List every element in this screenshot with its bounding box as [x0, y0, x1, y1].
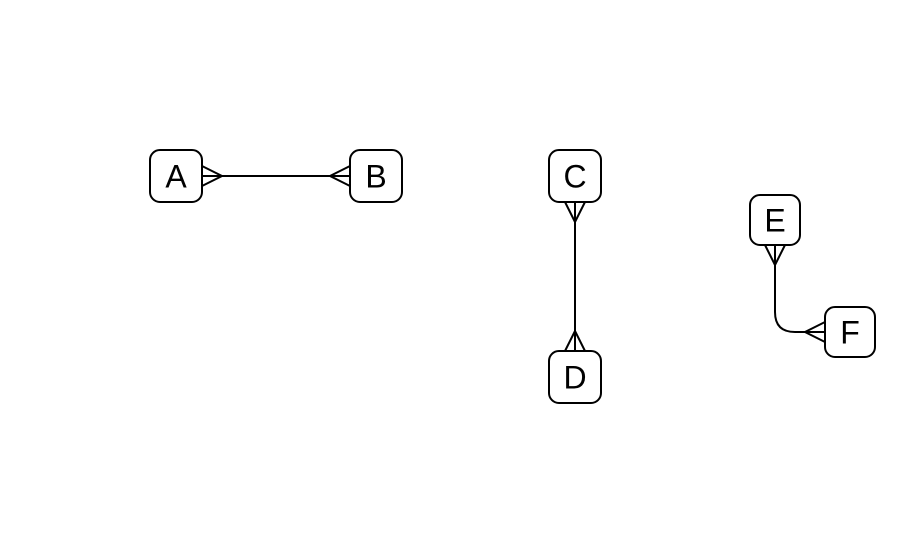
crow-foot-marker-at-E — [764, 244, 786, 268]
edge-E-F-line — [774, 245, 825, 333]
crow-foot-marker-at-A — [201, 165, 225, 187]
node-E-label: E — [764, 203, 785, 239]
crow-foot-marker-at-B — [327, 165, 351, 187]
edge-C-D — [564, 201, 586, 352]
node-A-box — [149, 149, 203, 203]
node-B-label: B — [365, 159, 386, 195]
node-D-label: D — [563, 360, 586, 396]
node-F: F — [824, 306, 876, 358]
edge-A-B — [201, 165, 351, 187]
crow-foot-marker-at-F — [802, 321, 826, 343]
node-F-box — [824, 306, 876, 358]
node-D: D — [548, 350, 602, 404]
node-E: E — [749, 194, 801, 246]
node-F-label: F — [840, 315, 860, 351]
node-D-box — [548, 350, 602, 404]
node-C-label: C — [563, 159, 586, 195]
node-A-label: A — [165, 159, 187, 195]
node-A: A — [149, 149, 203, 203]
crow-foot-marker-at-D — [564, 328, 586, 352]
node-C: C — [548, 149, 602, 203]
node-C-box — [548, 149, 602, 203]
node-B: B — [349, 149, 403, 203]
crow-foot-marker-at-C — [564, 201, 586, 225]
node-E-box — [749, 194, 801, 246]
edge-E-F — [764, 244, 826, 343]
node-B-box — [349, 149, 403, 203]
